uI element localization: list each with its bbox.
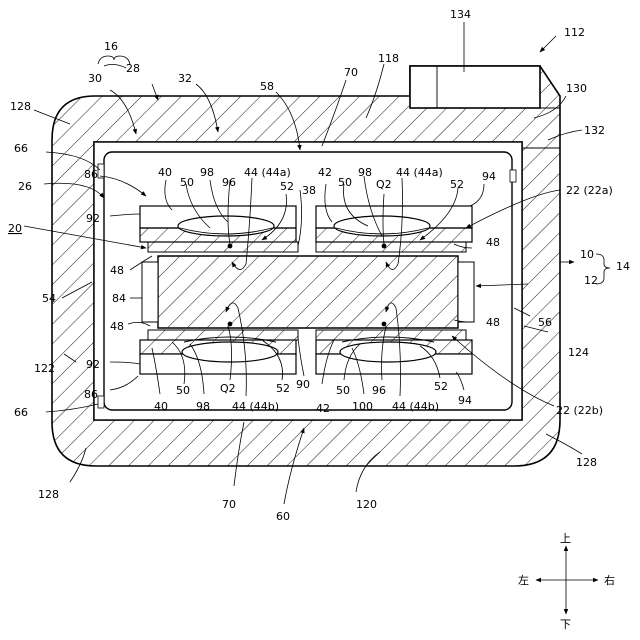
label-128-top-left: 128	[10, 100, 31, 113]
label-58: 58	[260, 80, 274, 93]
label-134: 134	[450, 8, 471, 21]
label-q2-top: Q2	[376, 178, 392, 191]
label-124: 124	[568, 346, 589, 359]
upper-module-left	[140, 206, 298, 252]
label-86-bottom: 86	[84, 388, 98, 401]
lower-module-left	[140, 330, 298, 374]
label-56: 56	[538, 316, 552, 329]
label-128-bottom-right: 128	[576, 456, 597, 469]
label-50-top: 50	[180, 176, 194, 189]
label-112: 112	[564, 26, 585, 39]
label-44a-top-right: 44 (44a)	[396, 166, 443, 179]
label-26: 26	[18, 180, 32, 193]
label-84: 84	[112, 292, 126, 305]
label-44a-top-left: 44 (44a)	[244, 166, 291, 179]
label-44b-bottom-right: 44 (44b)	[392, 400, 439, 413]
label-48-lower-right: 48	[486, 316, 500, 329]
label-70-top: 70	[344, 66, 358, 79]
label-50-bottom-right: 50	[336, 384, 350, 397]
label-94-top: 94	[482, 170, 496, 183]
label-50-bottom: 50	[176, 384, 190, 397]
label-40-top: 40	[158, 166, 172, 179]
central-substrate	[142, 256, 474, 328]
label-52-top: 52	[280, 180, 294, 193]
label-92-top: 92	[86, 212, 100, 225]
label-128-bottom-left: 128	[38, 488, 59, 501]
label-52-bottom-right: 52	[434, 380, 448, 393]
label-22b: 22 (22b)	[556, 404, 603, 417]
label-92-bottom: 92	[86, 358, 100, 371]
direction-down: 下	[560, 618, 571, 631]
label-16: 16	[104, 40, 118, 53]
label-48-upper-right: 48	[486, 236, 500, 249]
label-118: 118	[378, 52, 399, 65]
label-40-bottom: 40	[154, 400, 168, 413]
label-28: 28	[126, 62, 140, 75]
label-120: 120	[356, 498, 377, 511]
label-98-top: 98	[200, 166, 214, 179]
label-48-upper-left: 48	[110, 264, 124, 277]
label-66-bottom: 66	[14, 406, 28, 419]
label-94-bottom: 94	[458, 394, 472, 407]
label-48-lower-left: 48	[110, 320, 124, 333]
label-38: 38	[302, 184, 316, 197]
lower-module-right	[316, 330, 472, 374]
label-14: 14	[616, 260, 630, 273]
label-52-top-right: 52	[450, 178, 464, 191]
label-32: 32	[178, 72, 192, 85]
label-q2-bottom: Q2	[220, 382, 236, 395]
label-98-top-right: 98	[358, 166, 372, 179]
direction-up: 上	[560, 532, 571, 545]
label-96-bottom: 96	[372, 384, 386, 397]
direction-indicator: 上 下 左 右	[518, 532, 615, 631]
label-42-top: 42	[318, 166, 332, 179]
terminal-block	[410, 66, 540, 108]
label-98-bottom: 98	[196, 400, 210, 413]
label-30: 30	[88, 72, 102, 85]
direction-right: 右	[604, 573, 615, 587]
direction-left: 左	[518, 574, 529, 587]
label-100: 100	[352, 400, 373, 413]
label-66-top: 66	[14, 142, 28, 155]
label-10: 10	[580, 248, 594, 261]
label-52-bottom: 52	[276, 382, 290, 395]
label-86-top: 86	[84, 168, 98, 181]
label-22a: 22 (22a)	[566, 184, 613, 197]
label-50-top-right: 50	[338, 176, 352, 189]
label-20: 20	[8, 222, 22, 235]
label-70-bottom: 70	[222, 498, 236, 511]
label-44b-bottom-left: 44 (44b)	[232, 400, 279, 413]
label-96-top: 96	[222, 176, 236, 189]
label-12: 12	[584, 274, 598, 287]
label-90: 90	[296, 378, 310, 391]
label-132: 132	[584, 124, 605, 137]
label-54: 54	[42, 292, 56, 305]
label-60: 60	[276, 510, 290, 523]
label-122: 122	[34, 362, 55, 375]
label-42-bottom: 42	[316, 402, 330, 415]
label-130: 130	[566, 82, 587, 95]
